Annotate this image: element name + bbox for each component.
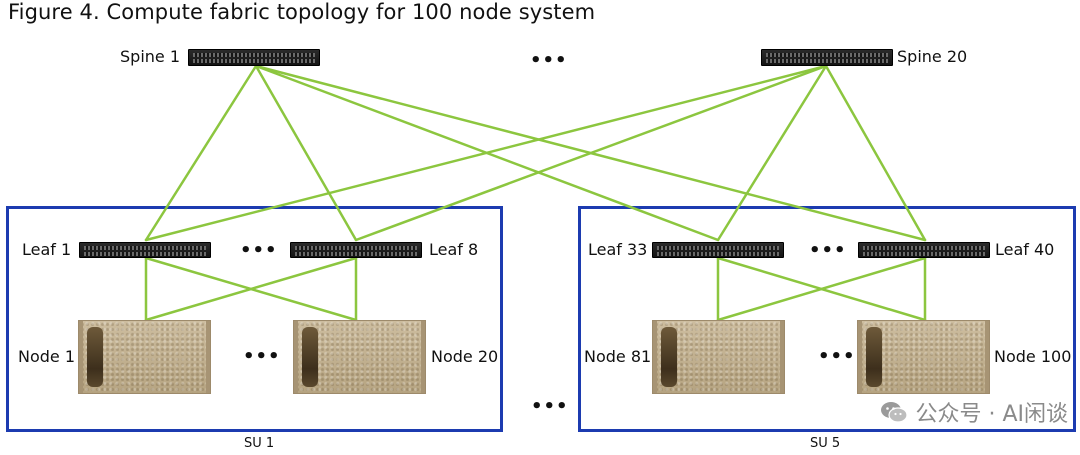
watermark-text: 公众号 · AI闲谈 <box>915 402 1068 427</box>
link-spine20-leaf1 <box>144 64 828 242</box>
su1-leaf-ellipsis: ••• <box>240 240 278 261</box>
node-label-81: Node 81 <box>584 347 652 366</box>
watermark: 公众号 · AI闲谈 <box>879 396 1068 428</box>
spine-switch-1 <box>188 49 320 66</box>
su5-leaf-ellipsis: ••• <box>809 240 847 261</box>
link-spine1-leaf1 <box>144 64 258 242</box>
leaf-switch-8 <box>290 242 422 258</box>
su-box-1 <box>6 206 503 432</box>
link-spine20-leaf33 <box>716 64 828 242</box>
node-label-1: Node 1 <box>18 347 76 366</box>
spine-label-1: Spine 1 <box>120 47 181 66</box>
su1-node-ellipsis: ••• <box>243 346 281 367</box>
wechat-icon <box>881 402 909 423</box>
node-server-81 <box>652 320 785 394</box>
node-server-1 <box>78 320 211 394</box>
leaf-switch-1 <box>79 242 211 258</box>
figure-title: Figure 4. Compute fabric topology for 10… <box>8 0 596 24</box>
leaf-label-33: Leaf 33 <box>588 240 648 259</box>
link-spine1-leaf8 <box>254 64 358 242</box>
spine-switch-20 <box>761 49 893 66</box>
leaf-label-8: Leaf 8 <box>429 240 479 259</box>
leaf-switch-40 <box>858 242 990 258</box>
spine-ellipsis: ••• <box>530 50 568 71</box>
node-label-20: Node 20 <box>431 347 499 366</box>
su5-node-ellipsis: ••• <box>818 346 856 367</box>
leaf-label-1: Leaf 1 <box>22 240 72 259</box>
node-label-100: Node 100 <box>994 347 1072 366</box>
su-ellipsis: ••• <box>531 396 569 417</box>
link-leaf40-node81 <box>716 256 927 322</box>
link-spine20-leaf8 <box>354 64 828 242</box>
leaf-label-40: Leaf 40 <box>995 240 1055 259</box>
spine-label-20: Spine 20 <box>897 47 968 66</box>
node-server-20 <box>293 320 426 394</box>
link-spine20-leaf40 <box>824 64 927 242</box>
leaf-switch-33 <box>652 242 784 258</box>
su-label-1: SU 1 <box>244 436 275 451</box>
node-server-100 <box>857 320 990 394</box>
su-box-5 <box>578 206 1076 432</box>
link-leaf8-node1 <box>144 256 358 322</box>
su-label-5: SU 5 <box>810 436 841 451</box>
